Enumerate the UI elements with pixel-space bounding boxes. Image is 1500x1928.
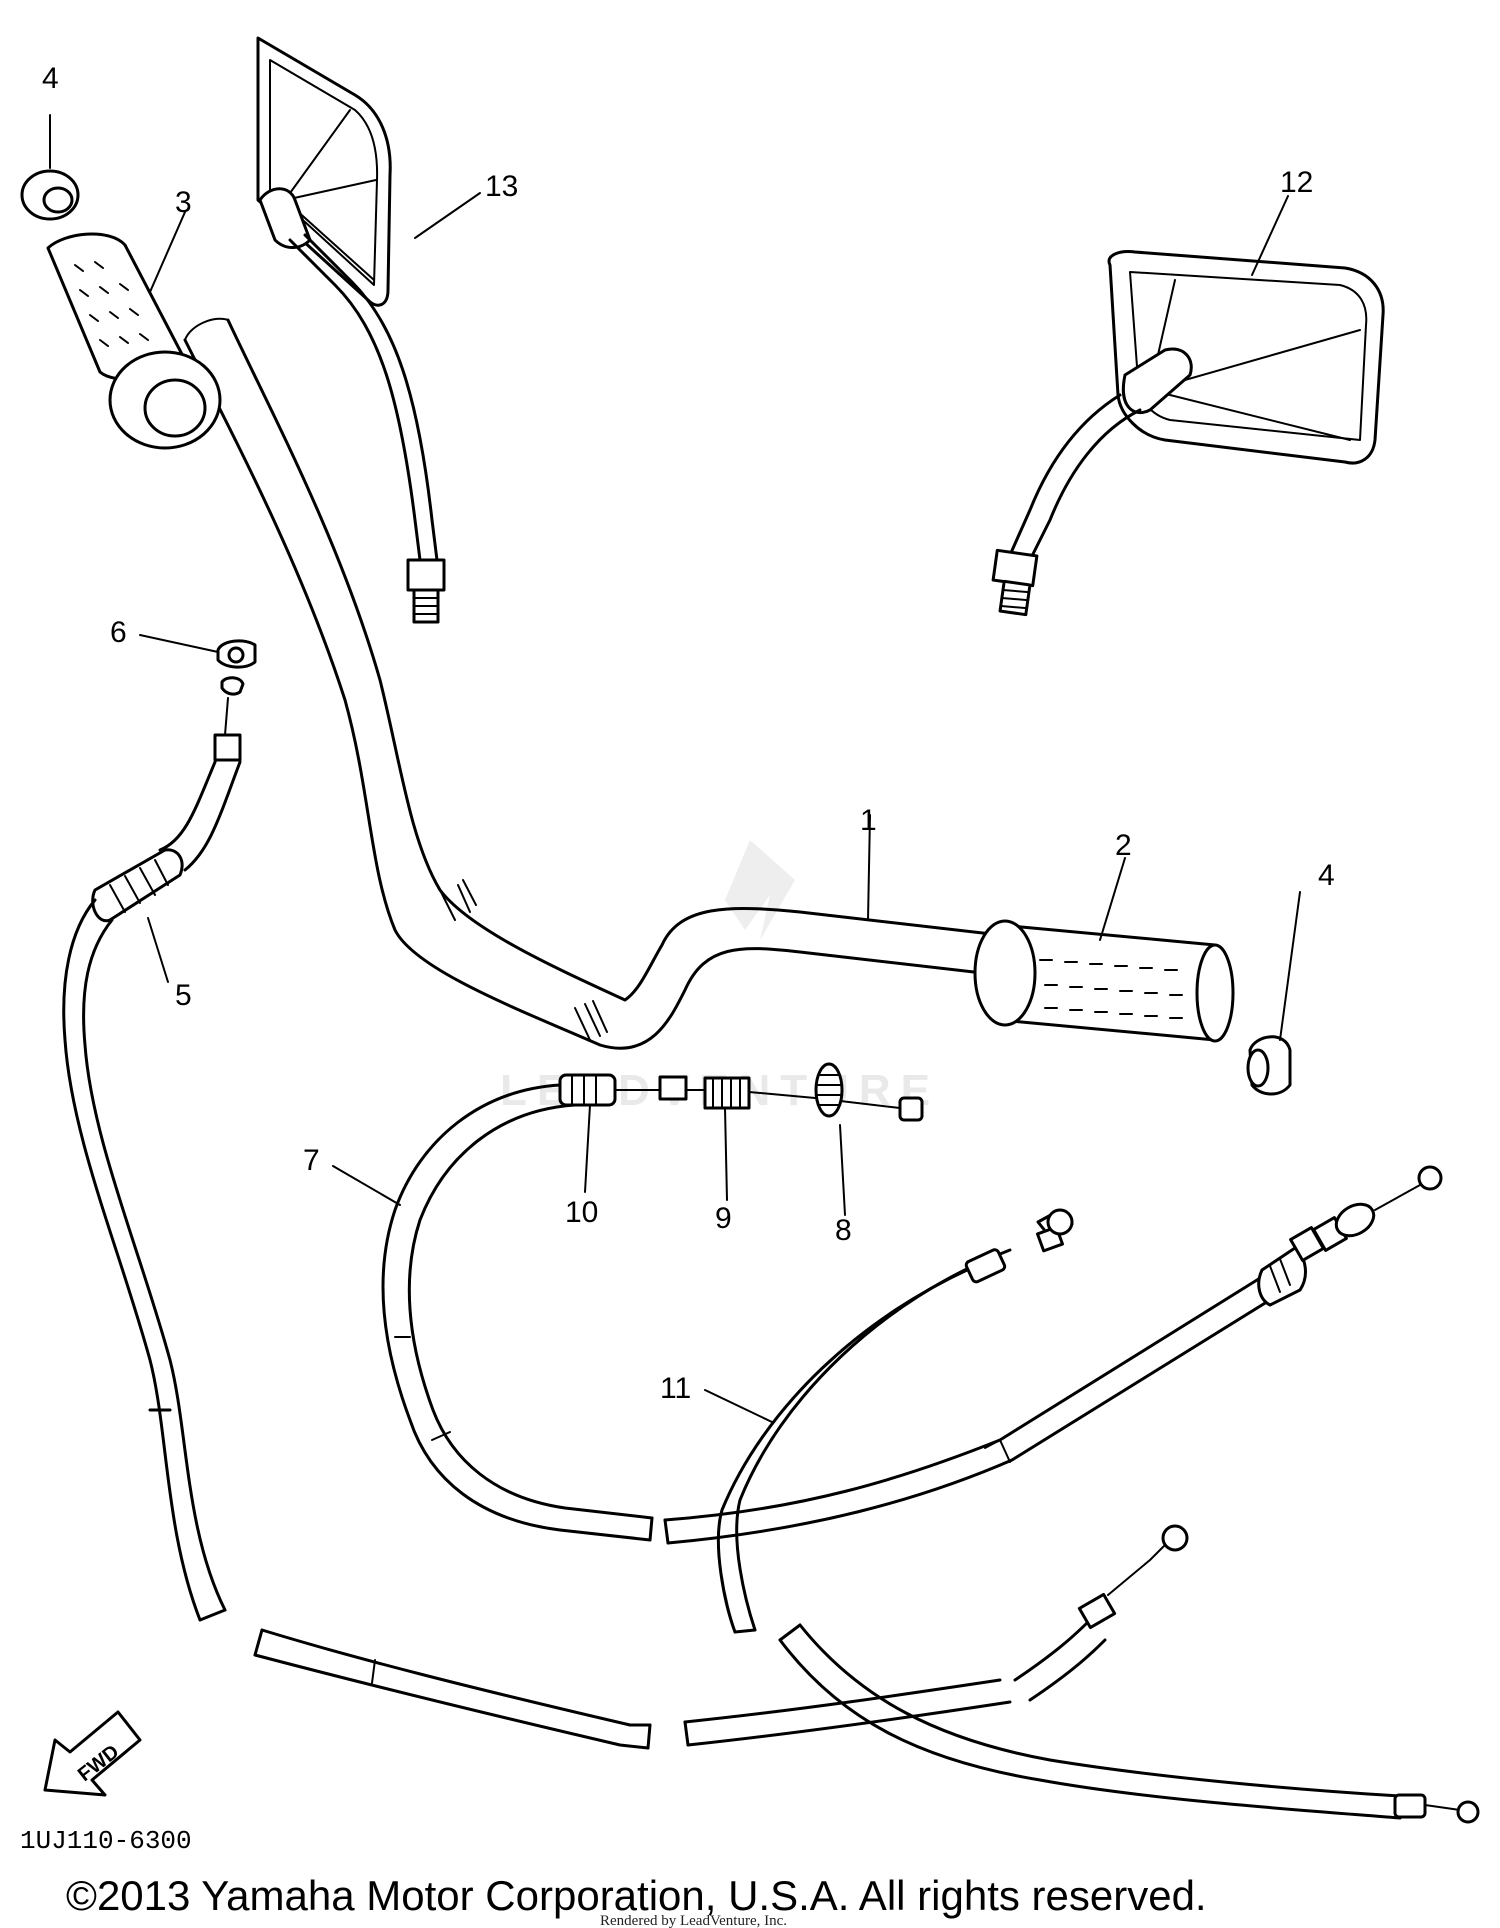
callout-7: 7: [303, 1144, 320, 1177]
callout-2: 2: [1115, 829, 1132, 862]
callout-13: 13: [485, 170, 518, 203]
callout-11: 11: [660, 1372, 691, 1405]
handlebar: [183, 317, 1002, 1050]
grip-end-right: [1246, 1035, 1292, 1096]
callout-1: 1: [860, 804, 877, 837]
left-grip: [46, 232, 222, 450]
callout-4-right: 4: [1318, 859, 1335, 892]
cable-11: [663, 1165, 1443, 1634]
callout-6: 6: [110, 616, 127, 649]
callout-10: 10: [565, 1196, 598, 1229]
throttle-cable-7: [381, 1062, 924, 1542]
callout-5: 5: [175, 979, 192, 1012]
render-credit: Rendered by LeadVenture, Inc.: [600, 1913, 787, 1928]
mirror-right: [991, 250, 1385, 617]
leader-lines: [49, 114, 1301, 1423]
cable-clamp: [216, 639, 257, 696]
callout-9: 9: [715, 1202, 732, 1235]
throttle-cable-5: [62, 697, 1012, 1750]
callout-3: 3: [175, 186, 192, 219]
right-grip: [973, 919, 1235, 1043]
forward-arrow: FWD: [43, 1710, 142, 1797]
mirror-left: [256, 36, 446, 624]
grip-end-left: [20, 169, 80, 221]
callout-12: 12: [1280, 166, 1313, 199]
copyright-notice: ©2013 Yamaha Motor Corporation, U.S.A. A…: [66, 1872, 1207, 1919]
callout-4-left: 4: [42, 62, 59, 95]
cable-lower-right: [778, 1524, 1480, 1824]
callout-8: 8: [835, 1214, 852, 1247]
diagram-code: 1UJ110-6300: [20, 1826, 192, 1856]
